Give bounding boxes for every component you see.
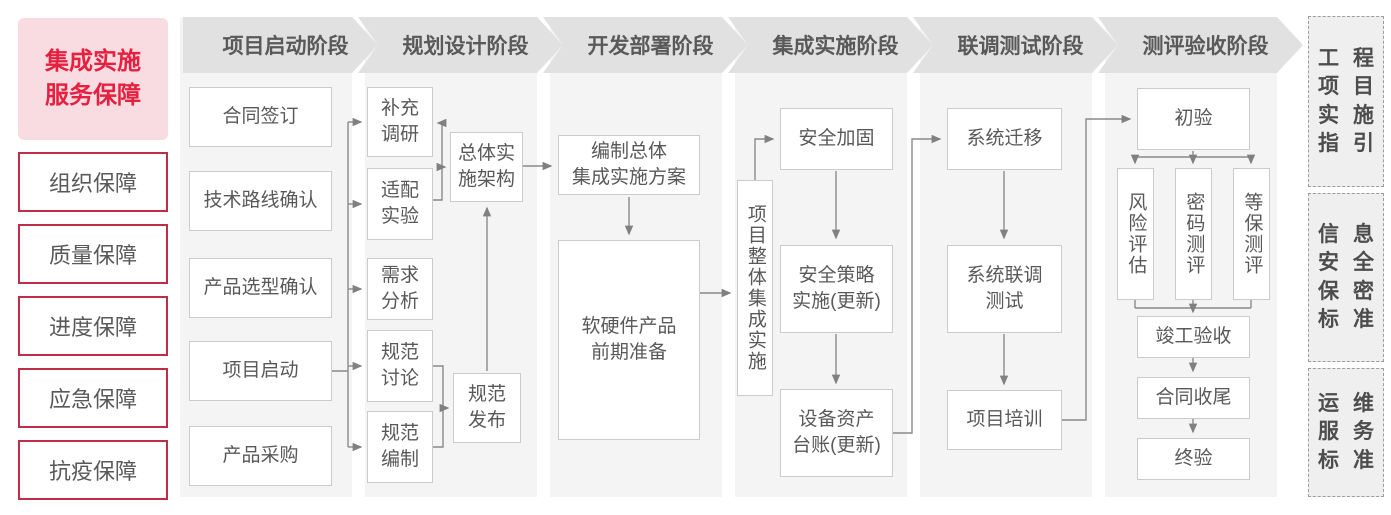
box-hw-sw-preparation: 软硬件产品 前期准备 bbox=[558, 240, 700, 440]
box-risk-assessment: 风险评估 bbox=[1117, 168, 1154, 300]
box-final-acceptance: 终验 bbox=[1137, 438, 1250, 480]
sidebar-item-organization: 组织保障 bbox=[18, 152, 168, 212]
box-security-hardening: 安全加固 bbox=[780, 108, 893, 170]
box-project-kickoff: 项目启动 bbox=[189, 341, 332, 401]
phase-header-acceptance: 测评验收阶段 bbox=[1098, 17, 1303, 73]
standard-box-row: 服务 bbox=[1318, 420, 1388, 444]
box-spec-release: 规范 发布 bbox=[453, 373, 521, 443]
standard-box-row: 工程 bbox=[1318, 47, 1388, 71]
box-overall-plan-drafting: 编制总体 集成实施方案 bbox=[558, 135, 700, 195]
box-contract-signing: 合同签订 bbox=[189, 87, 332, 147]
box-tech-route-confirm: 技术路线确认 bbox=[189, 171, 332, 231]
standard-box-row: 标准 bbox=[1318, 448, 1388, 472]
box-project-training: 项目培训 bbox=[947, 390, 1062, 450]
sidebar-title: 集成实施 服务保障 bbox=[18, 18, 168, 140]
box-spec-discussion: 规范 讨论 bbox=[367, 330, 433, 402]
box-crypto-evaluation: 密码测评 bbox=[1175, 168, 1212, 300]
box-joint-debug-test: 系统联调 测试 bbox=[947, 245, 1062, 333]
sidebar-item-emergency: 应急保障 bbox=[18, 368, 168, 428]
phase-header-planning: 规划设计阶段 bbox=[358, 17, 563, 73]
box-spec-drafting: 规范 编制 bbox=[367, 411, 433, 483]
sidebar-item-epidemic: 抗疫保障 bbox=[18, 440, 168, 500]
standard-box-infosec: 信息 安全 保密 标准 bbox=[1308, 193, 1384, 362]
box-initial-acceptance: 初验 bbox=[1137, 88, 1250, 150]
standard-box-row: 指引 bbox=[1318, 131, 1388, 155]
standard-box-row: 保密 bbox=[1318, 279, 1388, 303]
box-product-select-confirm: 产品选型确认 bbox=[189, 258, 332, 318]
phase-header-launch: 项目启动阶段 bbox=[183, 17, 378, 73]
box-supplement-research: 补充 调研 bbox=[367, 87, 433, 157]
phase-header-deployment: 开发部署阶段 bbox=[543, 17, 748, 73]
box-completion-acceptance: 竣工验收 bbox=[1137, 316, 1250, 358]
box-overall-integration: 项目整体集成实施 bbox=[737, 180, 773, 396]
standard-box-row: 安全 bbox=[1318, 251, 1388, 275]
standard-box-ops-service: 运维 服务 标准 bbox=[1308, 368, 1384, 497]
standard-box-row: 实施 bbox=[1318, 103, 1388, 127]
sidebar-item-schedule: 进度保障 bbox=[18, 296, 168, 356]
standard-box-row: 项目 bbox=[1318, 75, 1388, 99]
standard-box-row: 运维 bbox=[1318, 392, 1388, 416]
standard-box-row: 信息 bbox=[1318, 223, 1388, 247]
box-mlps-evaluation: 等保测评 bbox=[1233, 168, 1270, 300]
box-requirement-analysis: 需求 分析 bbox=[367, 258, 433, 320]
standard-box-project-guide: 工程 项目 实施 指引 bbox=[1308, 16, 1384, 187]
box-contract-closure: 合同收尾 bbox=[1137, 377, 1250, 419]
box-asset-ledger: 设备资产 台账(更新) bbox=[780, 389, 893, 477]
sidebar-item-quality: 质量保障 bbox=[18, 224, 168, 284]
box-adaptation-test: 适配 实验 bbox=[367, 168, 433, 240]
box-product-procurement: 产品采购 bbox=[189, 426, 332, 486]
standard-box-row: 标准 bbox=[1318, 307, 1388, 331]
phase-header-integration: 集成实施阶段 bbox=[728, 17, 933, 73]
phase-header-joint-test: 联调测试阶段 bbox=[913, 17, 1118, 73]
box-system-migration: 系统迁移 bbox=[947, 108, 1062, 170]
box-security-policy: 安全策略 实施(更新) bbox=[780, 245, 893, 333]
box-overall-architecture: 总体实 施架构 bbox=[450, 132, 523, 202]
